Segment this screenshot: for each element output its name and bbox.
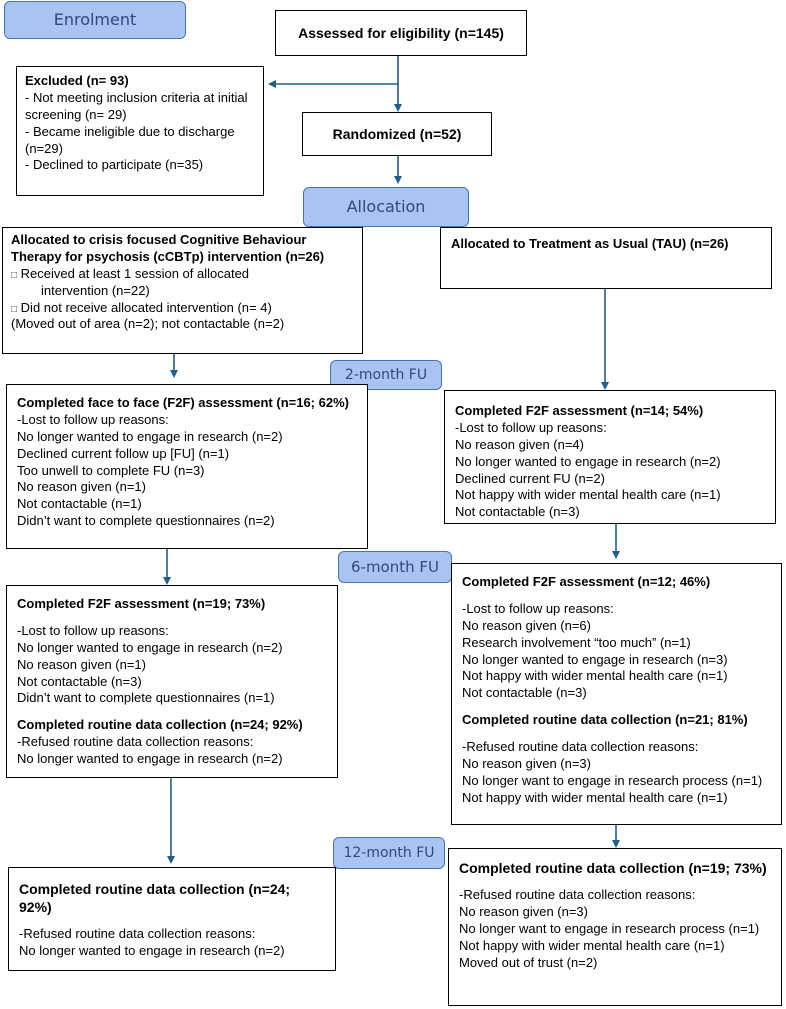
right-fu12-line: Not happy with wider mental health care … [459,937,725,953]
left-fu6-line: -Lost to follow up reasons: [17,622,169,638]
right-fu12-line: -Refused routine data collection reasons… [459,887,696,903]
right-fu6-line: No reason given (n=6) [462,617,591,633]
right-fu6-line: -Refused routine data collection reasons… [462,739,699,755]
right-fu6-line: Not contactable (n=3) [462,685,587,701]
right-fu2-line: No longer wanted to engage in research (… [455,453,721,469]
right-fu6-line: Not happy with wider mental health care … [462,668,728,684]
assessed-text: Assessed for eligibility (n=145) [298,25,504,41]
left-fu12-line: No longer wanted to engage in research (… [19,943,285,959]
left-fu6-line: Didn’t want to complete questionnaires (… [17,690,275,706]
right-fu6-line: No longer wanted to engage in research (… [462,651,728,667]
left-fu2-line: Too unwell to complete FU (n=3) [17,462,205,478]
right-fu12-title: Completed routine data collection (n=19;… [459,860,767,876]
right-fu6-routine-title: Completed routine data collection (n=21;… [462,712,748,728]
stage-enrolment: Enrolment [4,1,186,39]
left-fu6-line: No reason given (n=1) [17,656,146,672]
right-fu6-line: Research involvement “too much” (n=1) [462,634,691,650]
excluded-reason: - Not meeting inclusion criteria at init… [25,89,248,122]
right-fu6-box: Completed F2F assessment (n=12; 46%) -Lo… [451,563,782,825]
randomized-box: Randomized (n=52) [302,112,492,156]
left-allocation-line: □ Received at least 1 session of allocat… [11,265,250,281]
left-fu12-line: -Refused routine data collection reasons… [19,926,256,942]
right-allocation-box: Allocated to Treatment as Usual (TAU) (n… [440,227,772,289]
right-fu2-line: -Lost to follow up reasons: [455,419,607,435]
left-fu6-title: Completed F2F assessment (n=19; 73%) [17,596,266,611]
left-allocation-line: intervention (n=22) [41,282,150,298]
right-fu2-line: No reason given (n=4) [455,436,584,452]
excluded-reason: - Declined to participate (n=35) [25,157,204,173]
right-fu2-title: Completed F2F assessment (n=14; 54%) [455,403,704,418]
left-fu6-line: -Refused routine data collection reasons… [17,734,254,750]
right-fu2-line: Declined current FU (n=2) [455,470,605,486]
left-fu2-title: Completed face to face (F2F) assessment … [17,395,349,410]
right-fu2-line: Not contactable (n=3) [455,504,580,520]
stage-6-month-fu: 6-month FU [338,551,452,583]
left-fu6-line: No longer wanted to engage in research (… [17,639,283,655]
left-fu12-box: Completed routine data collection (n=24;… [8,867,336,971]
stage-12-month-fu: 12-month FU [333,837,445,869]
checkbox-icon: □ [11,303,18,315]
right-fu6-line: No reason given (n=3) [462,756,591,772]
left-allocation-box: Allocated to crisis focused Cognitive Be… [2,227,363,354]
right-fu2-box: Completed F2F assessment (n=14; 54%) -Lo… [444,390,776,524]
right-fu12-line: No reason given (n=3) [459,904,588,920]
excluded-reason: - Became ineligible due to discharge (n=… [25,123,235,156]
right-fu12-box: Completed routine data collection (n=19;… [448,848,782,1006]
stage-allocation: Allocation [303,187,469,227]
right-fu6-title: Completed F2F assessment (n=12; 46%) [462,574,711,589]
left-fu2-line: Not contactable (n=1) [17,496,142,512]
left-fu2-line: Declined current follow up [FU] (n=1) [17,445,230,461]
right-fu6-line: Not happy with wider mental health care … [462,789,728,805]
left-fu6-routine-title: Completed routine data collection (n=24;… [17,717,303,733]
left-allocation-title: Allocated to crisis focused Cognitive Be… [11,232,325,264]
excluded-box: Excluded (n= 93) - Not meeting inclusion… [16,66,264,196]
left-allocation-line: □ Did not receive allocated intervention… [11,299,272,315]
right-fu6-line: -Lost to follow up reasons: [462,600,614,616]
left-fu2-line: No longer wanted to engage in research (… [17,428,283,444]
right-allocation-title: Allocated to Treatment as Usual (TAU) (n… [451,236,729,251]
left-fu6-line: No longer wanted to engage in research (… [17,751,283,767]
right-fu2-line: Not happy with wider mental health care … [455,487,721,503]
right-fu12-line: No longer want to engage in research pro… [459,920,760,936]
excluded-title: Excluded (n= 93) [25,73,129,88]
left-fu2-line: No reason given (n=1) [17,479,146,495]
checkbox-icon: □ [11,269,18,281]
left-fu2-line: Didn’t want to complete questionnaires (… [17,513,275,529]
left-fu2-line: -Lost to follow up reasons: [17,411,169,427]
left-fu6-line: Not contactable (n=3) [17,673,142,689]
left-allocation-line: (Moved out of area (n=2); not contactabl… [11,316,285,332]
randomized-text: Randomized (n=52) [332,126,462,142]
right-fu12-line: Moved out of trust (n=2) [459,954,598,970]
right-fu6-line: No longer want to engage in research pro… [462,772,763,788]
left-fu12-title: Completed routine data collection (n=24;… [19,881,291,916]
left-fu2-box: Completed face to face (F2F) assessment … [6,384,368,549]
assessed-box: Assessed for eligibility (n=145) [275,10,527,56]
left-fu6-box: Completed F2F assessment (n=19; 73%) -Lo… [6,585,338,778]
